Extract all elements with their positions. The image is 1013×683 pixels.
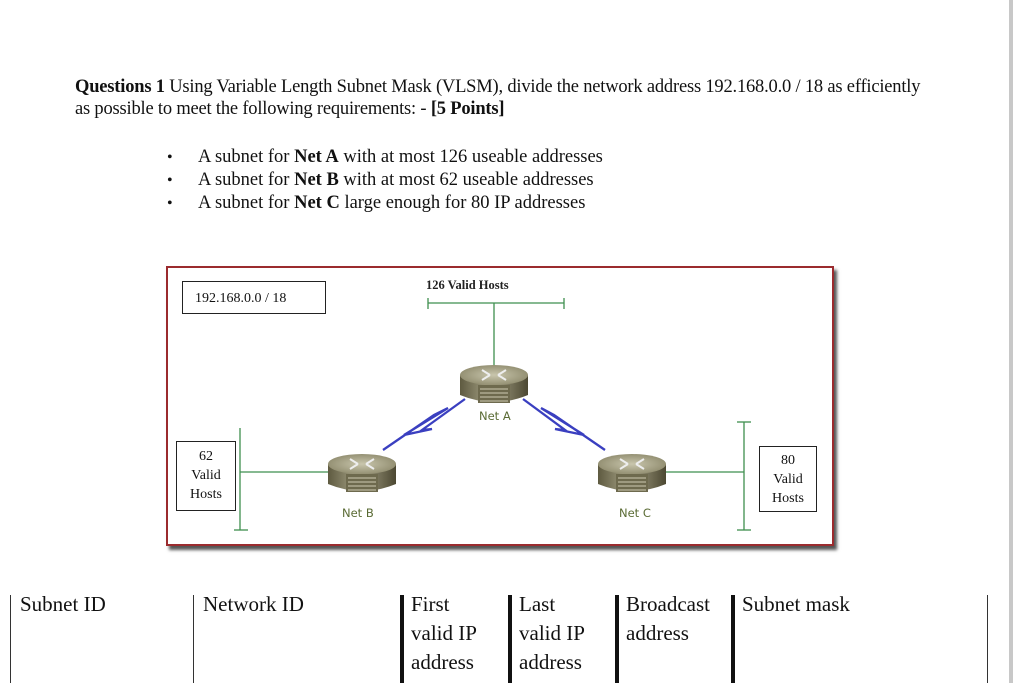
- req-net: Net A: [294, 147, 339, 167]
- header-text: Last: [519, 592, 556, 616]
- table-border: [615, 595, 619, 683]
- header-first-valid-ip: First valid IP address: [401, 590, 508, 683]
- req-prefix: A subnet for: [198, 170, 295, 190]
- table-border: [193, 595, 194, 683]
- table-border: [987, 595, 988, 683]
- router-label-net-b: Net B: [342, 506, 374, 520]
- router-net-a-icon: [460, 365, 528, 403]
- header-subnet-id: Subnet ID: [10, 590, 193, 683]
- router-label-net-c: Net C: [619, 506, 651, 520]
- table-border: [10, 595, 11, 683]
- router-net-c-icon: [598, 454, 666, 492]
- header-text: Subnet mask: [742, 592, 850, 616]
- diagram-canvas: [234, 298, 751, 531]
- net-c-hosts-text: Hosts: [772, 491, 804, 506]
- requirement-item: A subnet for Net A with at most 126 usea…: [165, 146, 603, 169]
- net-a-hosts-label: 126 Valid Hosts: [426, 278, 509, 292]
- net-c-hosts-text: Valid: [773, 472, 803, 487]
- wan-link-a-b: [382, 398, 466, 451]
- req-suffix: with at most 62 useable addresses: [338, 170, 594, 190]
- table-border: [508, 595, 512, 683]
- net-c-hosts-count: 80: [781, 453, 795, 468]
- header-text: Subnet ID: [20, 592, 106, 616]
- header-last-valid-ip: Last valid IP address: [509, 590, 616, 683]
- net-b-lan-segment: [234, 428, 328, 531]
- question-body: Using Variable Length Subnet Mask (VLSM)…: [75, 77, 921, 119]
- requirements-list: A subnet for Net A with at most 126 usea…: [165, 146, 603, 215]
- network-address-box: 192.168.0.0 / 18: [182, 281, 326, 314]
- header-text: First: [411, 592, 450, 616]
- header-text: address: [411, 650, 474, 674]
- subnet-table-header: Subnet ID Network ID First valid IP addr…: [0, 590, 1013, 683]
- header-text: Broadcast: [626, 592, 710, 616]
- question-text: Questions 1 Using Variable Length Subnet…: [75, 76, 935, 120]
- question-points: [5 Points]: [430, 99, 505, 119]
- header-text: valid IP: [519, 621, 585, 645]
- requirement-item: A subnet for Net B with at most 62 useab…: [165, 169, 603, 192]
- table-border: [400, 595, 404, 683]
- net-a-lan-segment: [427, 298, 565, 368]
- header-text: address: [519, 650, 582, 674]
- router-label-net-a: Net A: [479, 409, 511, 423]
- requirement-item: A subnet for Net C large enough for 80 I…: [165, 192, 603, 215]
- header-broadcast-address: Broadcast address: [616, 590, 731, 683]
- header-network-id: Network ID: [193, 590, 400, 683]
- req-suffix: with at most 126 useable addresses: [338, 147, 603, 167]
- req-net: Net B: [294, 170, 339, 190]
- header-text: address: [626, 621, 689, 645]
- table-border: [731, 595, 735, 683]
- req-net: Net C: [294, 193, 340, 213]
- header-text: Network ID: [203, 592, 304, 616]
- req-prefix: A subnet for: [198, 147, 295, 167]
- network-diagram: 192.168.0.0 / 18 126 Valid Hosts 62 Vali…: [166, 266, 834, 546]
- wan-link-a-c: [522, 398, 606, 451]
- header-text: valid IP: [411, 621, 477, 645]
- page-edge: [1009, 0, 1013, 683]
- question-number: Questions 1: [75, 77, 165, 97]
- router-net-b-icon: [328, 454, 396, 492]
- net-b-hosts-text: Valid: [191, 468, 221, 483]
- net-b-hosts-count: 62: [199, 449, 213, 464]
- req-suffix: large enough for 80 IP addresses: [339, 193, 586, 213]
- net-c-hosts-box: 80 Valid Hosts: [759, 446, 817, 512]
- net-c-lan-segment: [660, 421, 751, 531]
- net-b-hosts-text: Hosts: [190, 487, 222, 502]
- header-subnet-mask: Subnet mask: [732, 590, 987, 683]
- req-prefix: A subnet for: [198, 193, 295, 213]
- net-b-hosts-box: 62 Valid Hosts: [176, 441, 236, 511]
